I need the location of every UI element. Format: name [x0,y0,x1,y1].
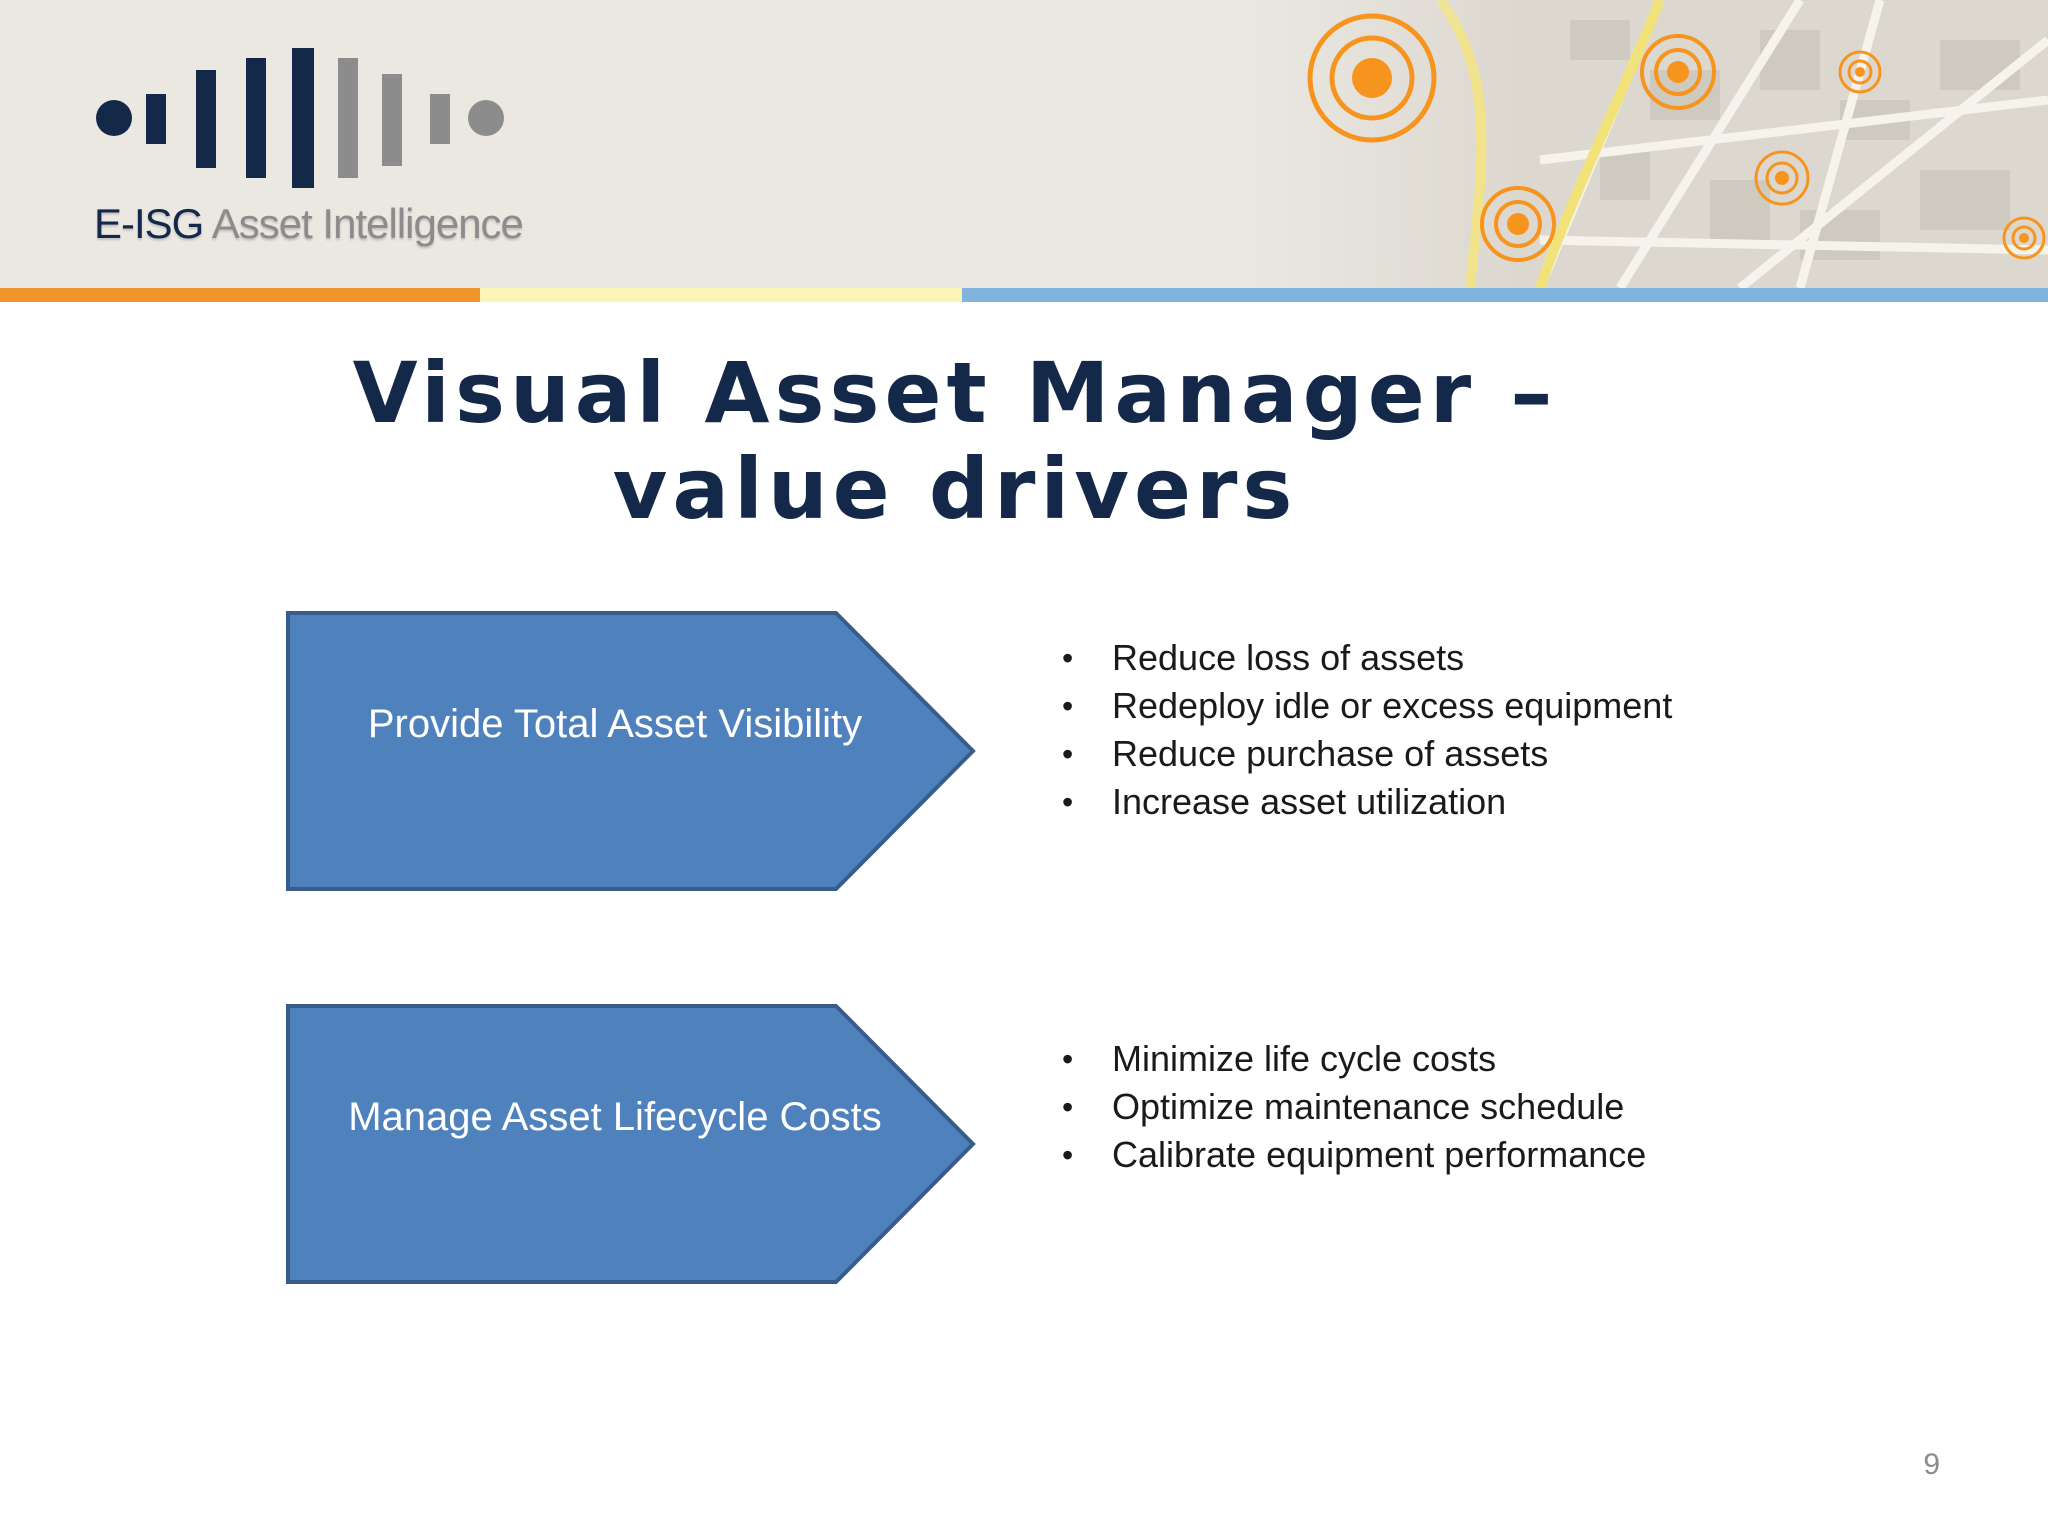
map-background-image [1240,0,2048,288]
page-number: 9 [1923,1448,1940,1481]
bullet-icon: • [1062,1089,1074,1125]
list-item: • Calibrate equipment performance [1060,1131,1646,1179]
signal-bars-icon [96,48,504,188]
value-driver-label: Provide Total Asset Visibility [367,701,863,746]
value-driver-arrow-lifecycle: Manage Asset Lifecycle Costs [286,1004,976,1284]
header-stripe-blue [962,288,2048,302]
company-logo: E-ISG Asset Intelligence [90,40,530,260]
bullet-list-lifecycle: • Minimize life cycle costs • Optimize mai… [1060,1035,1646,1179]
slide-header: E-ISG Asset Intelligence [0,0,2048,288]
slide-title: Visual Asset Manager – value drivers [352,344,1558,538]
list-item: • Reduce purchase of assets [1060,730,1672,778]
value-driver-label: Manage Asset Lifecycle Costs [348,1094,882,1139]
list-item: • Minimize life cycle costs [1060,1035,1646,1083]
bullet-text: Minimize life cycle costs [1112,1038,1497,1079]
list-item: • Redeploy idle or excess equipment [1060,682,1672,730]
list-item: • Increase asset utilization [1060,778,1672,826]
header-stripe-orange [0,288,480,302]
pentagon-arrow-shape [286,611,976,891]
list-item: • Optimize maintenance schedule [1060,1083,1646,1131]
bullet-icon: • [1062,1041,1074,1077]
bullet-list-visibility: • Reduce loss of assets • Redeploy idle or… [1060,634,1672,826]
bullet-icon: • [1062,736,1074,772]
bullet-icon: • [1062,1137,1074,1173]
bullet-icon: • [1062,688,1074,724]
bullet-icon: • [1062,784,1074,820]
value-driver-arrow-visibility: Provide Total Asset Visibility [286,611,976,891]
logo-brand: E-ISG [94,200,204,247]
bullet-text: Reduce loss of assets [1112,637,1465,678]
bullet-text: Optimize maintenance schedule [1112,1086,1625,1127]
header-stripe-yellow [480,288,962,302]
logo-wordmark: E-ISG Asset Intelligence [94,200,524,248]
bullet-icon: • [1062,640,1074,676]
bullet-text: Redeploy idle or excess equipment [1112,685,1673,726]
bullet-text: Increase asset utilization [1112,781,1507,822]
bullet-text: Calibrate equipment performance [1112,1134,1647,1175]
bullet-text: Reduce purchase of assets [1112,733,1549,774]
logo-tagline: Asset Intelligence [211,200,524,247]
location-marker-icon [1307,13,1437,143]
pentagon-arrow-shape [286,1004,976,1284]
list-item: • Reduce loss of assets [1060,634,1672,682]
